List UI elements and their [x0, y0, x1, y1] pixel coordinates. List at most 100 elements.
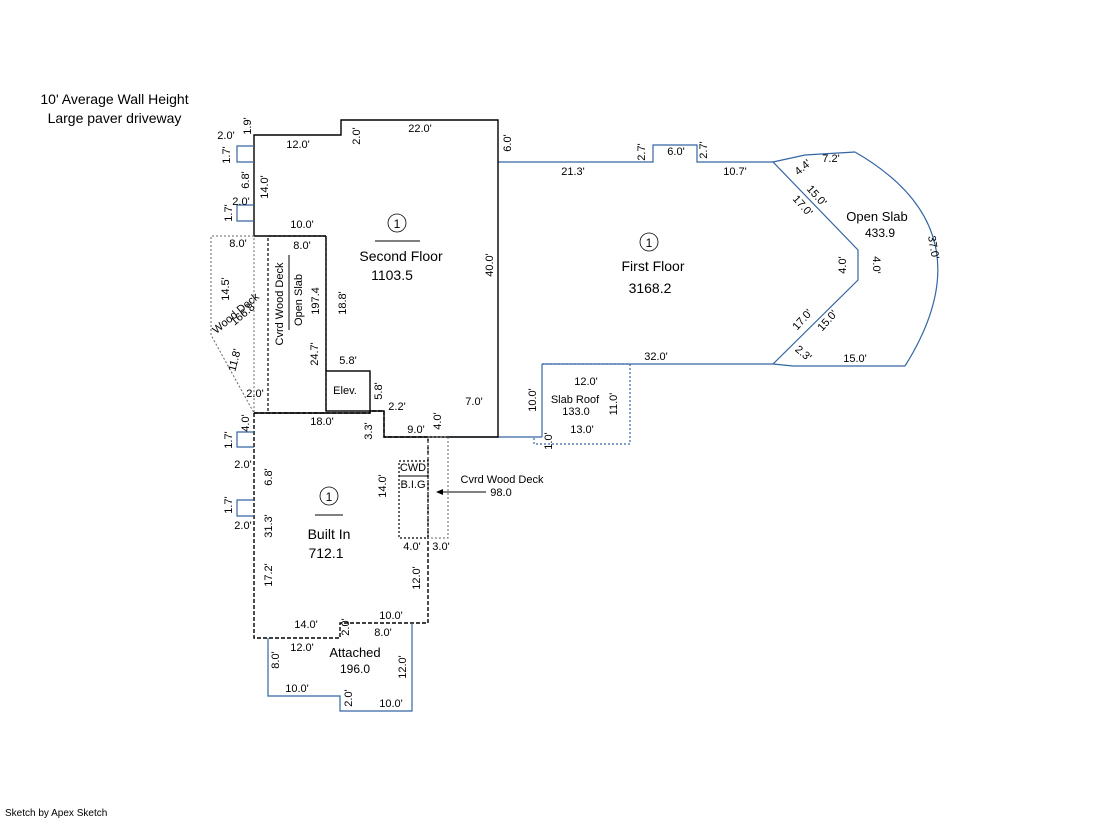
dim-label: 10.0' [379, 698, 403, 710]
dim-label: 2.0' [217, 130, 234, 142]
open-slab-outline [772, 151, 939, 367]
cvrd-wood-deck-value: 197.4 [310, 287, 322, 315]
dim-label: 14.0' [377, 474, 389, 498]
dim-label: 17.2' [263, 563, 275, 587]
dim-label: 2.0' [234, 459, 251, 471]
dim-label: 1.7' [223, 431, 235, 448]
dim-label: 8.0' [374, 627, 391, 639]
cvrd-callout-name: Cvrd Wood Deck [461, 474, 544, 486]
first-floor-marker: 1 [646, 236, 653, 250]
open-slab-top-edge [772, 151, 856, 163]
dim-label: 37.0' [925, 235, 941, 260]
dim-label: 5.8' [339, 355, 356, 367]
dim-label: 14.5' [220, 277, 232, 301]
slab-roof-outline [533, 363, 631, 445]
dim-label: 2.0' [234, 520, 251, 532]
dim-label: 4.0' [837, 256, 849, 273]
dim-label: 24.7' [309, 342, 321, 366]
attached-outline [267, 623, 413, 712]
bumpout-upper [236, 145, 254, 163]
dim-label: 6.0' [667, 146, 684, 158]
wall-height-note: 10' Average Wall Height Large paver driv… [22, 90, 207, 128]
big-label: B.I.G [400, 479, 425, 491]
cwd-big-box [398, 460, 429, 539]
built-in-name: Built In [308, 526, 351, 542]
cvrd-wood-deck-strip [427, 436, 449, 539]
callout-arrowhead [436, 489, 443, 495]
dim-label: 15.0' [815, 308, 840, 334]
dim-label: 14.0' [259, 175, 271, 199]
dim-label: 1.7' [223, 204, 235, 221]
attached-value: 196.0 [340, 662, 370, 676]
dim-label: 7.0' [465, 396, 482, 408]
dim-label: 7.2' [822, 153, 839, 165]
dim-label: 6.8' [240, 171, 252, 188]
dim-label: 1.0' [543, 432, 555, 449]
dim-label: 11.8' [226, 348, 243, 373]
dim-label: 12.0' [286, 139, 310, 151]
cvrd-wood-deck-outline [267, 235, 327, 414]
wall-height-text: 10' Average Wall Height [40, 91, 189, 107]
dim-label: 2.0' [232, 196, 249, 208]
dim-label: 12.0' [574, 376, 598, 388]
dim-label: 18.8' [337, 291, 349, 315]
dim-label: 3.0' [432, 541, 449, 553]
dim-label: 31.3' [263, 514, 275, 538]
dim-label: 22.0' [408, 123, 432, 135]
dim-label: 10.0' [285, 683, 309, 695]
first-floor-top-edge [498, 144, 859, 365]
dim-label: 10.0' [290, 219, 314, 231]
dim-label: 2.7' [698, 141, 710, 158]
dim-label: 3.3' [363, 422, 375, 439]
cvrd-wood-deck-name: Cvrd Wood Deck [274, 262, 286, 345]
dim-label: 2.0' [343, 689, 355, 706]
slab-roof-edges [533, 363, 631, 445]
open-slab-name: Open Slab [846, 209, 907, 224]
dim-label: 10.0' [379, 610, 403, 622]
dim-label: 14.0' [294, 619, 318, 631]
dim-label: 12.0' [290, 642, 314, 654]
dim-label: 2.0' [351, 127, 363, 144]
built-in-outline [253, 410, 429, 639]
dim-label: 17.0' [790, 307, 815, 333]
dimension-labels: 12.0' 2.0' 22.0' 6.0' 40.0' 18.8' 24.7' … [217, 117, 941, 710]
dim-label: 12.0' [411, 566, 423, 590]
first-floor-name: First Floor [622, 258, 685, 274]
dim-label: 8.0' [229, 238, 246, 250]
bi-bumpout-lower [236, 499, 254, 517]
cwd-label: CWD [400, 462, 426, 474]
built-in-marker-circle [319, 486, 339, 506]
dim-label: 9.0' [407, 424, 424, 436]
dim-label: 15.0' [843, 353, 867, 365]
dim-label: 4.0' [403, 541, 420, 553]
built-in-bumpouts [236, 431, 254, 517]
dim-label: 8.0' [270, 651, 282, 668]
left-bumpouts [236, 145, 254, 222]
driveway-text: Large paver driveway [47, 110, 182, 126]
cvrd-wood-deck-rect [267, 235, 327, 414]
dim-label: 6.8' [263, 468, 275, 485]
dim-label: 4.0' [432, 412, 444, 429]
dim-label: 11.0' [608, 393, 620, 416]
dim-label: 2.2' [388, 401, 405, 413]
dim-label: 2.3' [792, 344, 813, 364]
dim-label: 1.7' [223, 496, 235, 513]
attached-name: Attached [329, 645, 380, 660]
second-floor-marker-circle [387, 213, 407, 233]
dim-label: 18.0' [310, 416, 334, 428]
built-in-marker: 1 [326, 490, 333, 504]
dim-label: 1.9' [242, 117, 254, 134]
cvrd-open-slab-name: Open Slab [293, 274, 305, 326]
bumpout-lower [236, 204, 254, 222]
dim-label: 4.0' [870, 256, 882, 273]
slab-roof-value: 133.0 [562, 406, 590, 418]
dim-label: 13.0' [570, 424, 594, 436]
second-floor-value: 1103.5 [371, 267, 413, 283]
dim-label: 10.7' [723, 166, 747, 178]
open-slab-bottom-edge [772, 363, 905, 367]
dim-label: 21.3' [561, 166, 585, 178]
dim-label: 6.0' [502, 134, 514, 151]
dim-label: 1.7' [221, 146, 233, 163]
wood-deck-outline [210, 235, 255, 414]
second-floor-marker: 1 [394, 217, 401, 231]
